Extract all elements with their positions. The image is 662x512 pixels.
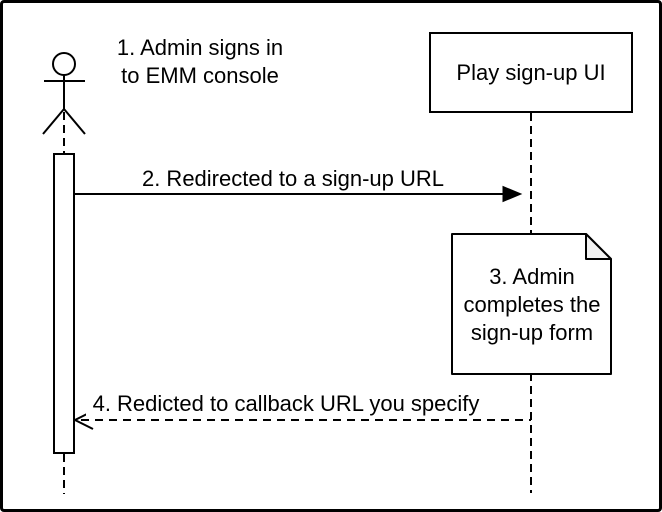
actor-head — [52, 52, 76, 76]
actor-activation-bar — [53, 153, 75, 454]
participant-box-play-sign-up-ui: Play sign-up UI — [429, 32, 633, 113]
participant-label: Play sign-up UI — [456, 59, 606, 85]
message-2-label: 2. Redirected to a sign-up URL — [93, 166, 493, 192]
diagram-shapes-layer — [42, 52, 612, 494]
message-4-label: 4. Redicted to callback URL you specify — [86, 391, 486, 417]
note-fold-corner — [585, 233, 612, 260]
note-shape — [451, 233, 612, 375]
actor-leg-left — [42, 108, 65, 135]
actor-leg-right — [63, 108, 86, 135]
message-2-arrowhead — [502, 185, 523, 203]
note-label: 3. Admin completes the sign-up form — [463, 263, 601, 345]
actor-label: 1. Admin signs in to EMM console — [116, 35, 284, 88]
